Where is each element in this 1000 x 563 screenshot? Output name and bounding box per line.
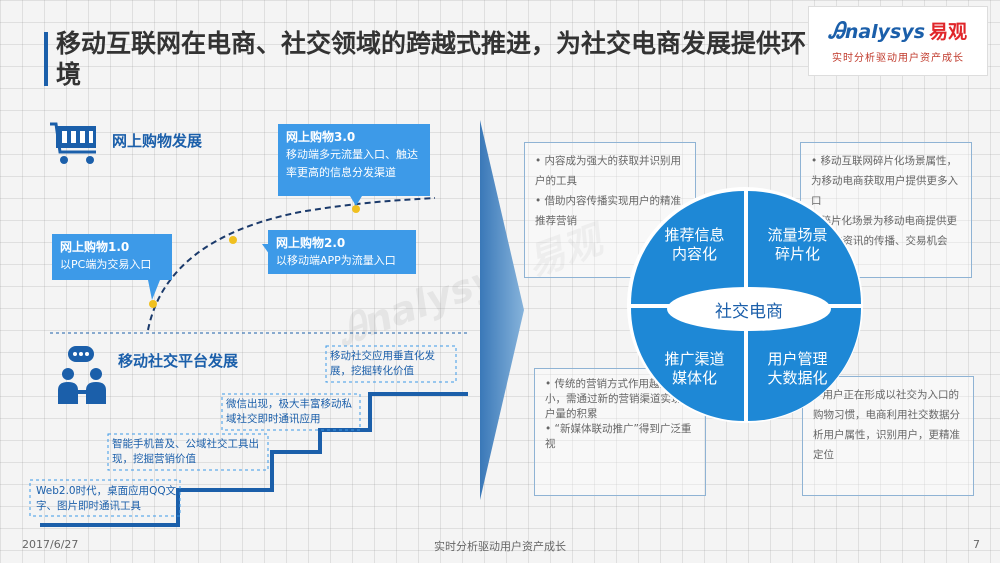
social-staircase: [40, 392, 468, 527]
quadrant-label: 推广渠道 媒体化: [664, 349, 725, 387]
social-step-2: 智能手机普及、公域社交工具出现，挖掘营销价值: [112, 438, 259, 465]
callout-tail-1: [148, 280, 160, 300]
callout-shopping-3: 网上购物3.0 移动端多元流量入口、触达率更高的信息分发渠道: [278, 124, 430, 196]
callout-tail-3: [350, 196, 362, 206]
step-box-4: [325, 345, 457, 383]
shopping-growth-curve: [147, 197, 436, 331]
quadrant-label: 用户管理 大数据化: [767, 349, 828, 387]
callout-text: 移动端多元流量入口、触达率更高的信息分发渠道: [286, 148, 418, 179]
callout-shopping-1: 网上购物1.0 以PC端为交易入口: [52, 234, 172, 280]
quadrant-label: 流量场景 碎片化: [767, 225, 828, 263]
page-number: 7: [973, 538, 980, 551]
circle-center-label: 社交电商: [667, 287, 831, 331]
social-step-3: 微信出现，极大丰富移动私域社交即时通讯应用: [226, 398, 352, 425]
step-box-1: [29, 479, 181, 517]
callout-title: 网上购物1.0: [60, 240, 130, 254]
bullet-item: • 内容成为强大的获取并识别用户的工具: [535, 155, 682, 187]
footer-date: 2017/6/27: [22, 538, 79, 551]
bullet-item: • 传统的营销方式作用越来越小，需通过新的营销渠道实现用户量的积累: [545, 378, 692, 420]
quadrant-top-right: 流量场景 碎片化: [748, 191, 861, 304]
page-title: 移动互联网在电商、社交领域的跨越式推进，为社交电商发展提供环境: [56, 29, 807, 89]
bullet-item: • 移动互联网碎片化场景属性，为移动电商获取用户提供更多入口: [811, 155, 958, 207]
step-box-3: [221, 393, 361, 431]
info-box-bottom-right: • 用户正在形成以社交为入口的购物习惯，电商利用社交数据分析用户属性，识别用户，…: [802, 376, 974, 496]
social-people-icon: [54, 346, 110, 408]
curve-point-1: [149, 300, 157, 308]
logo-brand-cn: 易观: [929, 21, 968, 43]
callout-title: 网上购物3.0: [286, 130, 356, 144]
title-accent-bar: [44, 32, 48, 86]
callout-shopping-2: 网上购物2.0 以移动端APP为流量入口: [268, 230, 416, 274]
bullet-item: • “新媒体联动推广”得到广泛重视: [545, 423, 692, 450]
bullet-item: • 用户正在形成以社交为入口的购物习惯，电商利用社交数据分析用户属性，识别用户，…: [813, 389, 960, 461]
curve-point-2: [229, 236, 237, 244]
callout-title: 网上购物2.0: [276, 236, 346, 250]
logo-tagline: 实时分析驱动用户资产成长: [832, 53, 964, 64]
shopping-heading: 网上购物发展: [112, 132, 203, 150]
footer-tagline: 实时分析驱动用户资产成长: [434, 540, 566, 553]
chevron-arrow-icon: [480, 120, 524, 500]
bullet-item: • 借助内容传播实现用户的精准推荐营销: [535, 195, 682, 227]
callout-text: 以PC端为交易入口: [60, 258, 152, 271]
step-box-2: [107, 433, 269, 471]
social-heading: 移动社交平台发展: [118, 352, 239, 370]
shopping-cart-icon: [48, 122, 102, 166]
logo-brand: nalysys: [844, 21, 926, 43]
social-step-1: Web2.0时代，桌面应用QQ文字、图片即时通讯工具: [36, 485, 177, 512]
quadrant-label: 推荐信息 内容化: [664, 225, 725, 263]
curve-point-3: [352, 205, 360, 213]
callout-text: 以移动端APP为流量入口: [276, 254, 396, 267]
growth-graphics: [29, 196, 470, 527]
social-step-4: 移动社交应用垂直化发展，挖掘转化价值: [330, 350, 435, 377]
